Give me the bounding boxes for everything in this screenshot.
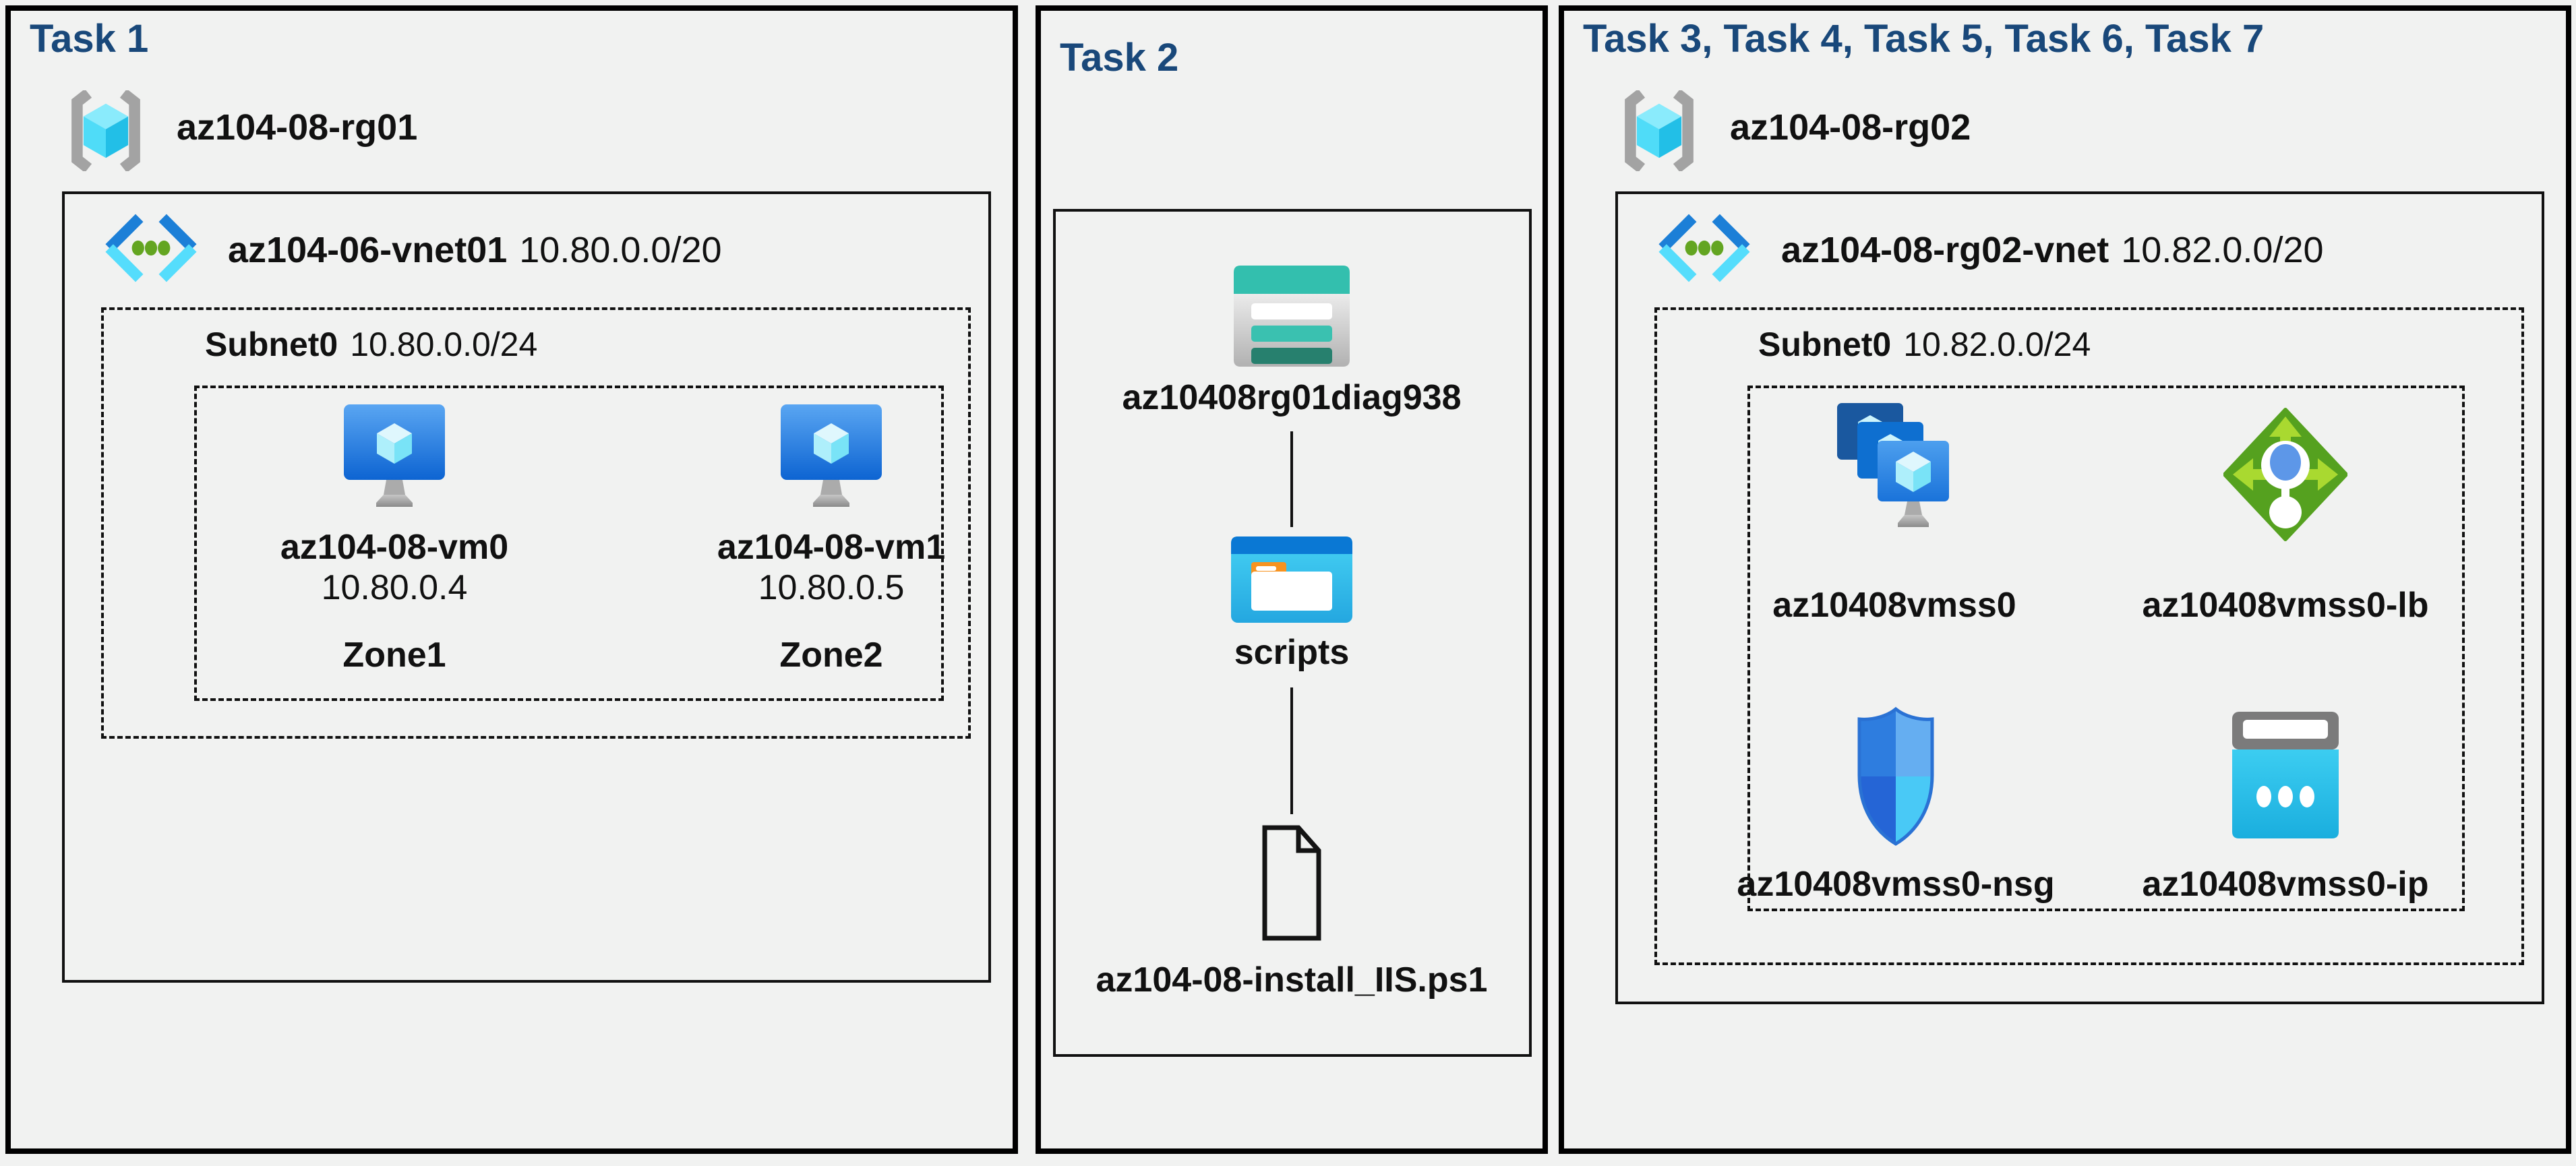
vmss-name: az10408vmss0 [1772,586,2016,625]
resource-group-icon [71,90,140,171]
resource-group-icon [1625,90,1694,171]
vm-zone: Zone1 [342,636,446,675]
vm-zone: Zone2 [779,636,883,675]
panel-task2-title: Task 2 [1060,36,1179,80]
vnet-cidr: 10.82.0.0/20 [2121,230,2324,270]
virtual-machine-icon [781,404,882,507]
panel-task3-7-title: Task 3, Task 4, Task 5, Task 6, Task 7 [1583,17,2265,61]
subnet-cidr: 10.80.0.0/24 [350,326,538,363]
vnet-box-1 [62,191,991,983]
vmss-resources-box [1747,386,2465,911]
subnet-name: Subnet0 [205,326,338,363]
subnet-label-2: Subnet0 10.82.0.0/24 [1758,325,2091,364]
vm-name: az104-08-vm0 [280,528,509,567]
file-icon [1262,825,1321,941]
load-balancer-icon [2223,408,2347,541]
load-balancer-name: az10408vmss0-lb [2142,586,2429,625]
file-name: az104-08-install_IIS.ps1 [1096,960,1488,1000]
panel-task1: Task 1 [5,5,1018,1154]
vnet-label-2: az104-08-rg02-vnet 10.82.0.0/20 [1781,229,2324,271]
vm-scale-set-icon [1837,403,1949,527]
subnet-box-1 [101,307,971,739]
public-ip-icon [2232,712,2339,838]
vnet-label-1: az104-06-vnet01 10.80.0.0/20 [228,229,722,271]
resource-group-name: az104-08-rg01 [177,107,418,148]
vm-ip: 10.80.0.4 [321,568,468,607]
storage-account-name: az10408rg01diag938 [1122,378,1462,417]
connector-container-file [1290,687,1293,814]
vnet-name: az104-06-vnet01 [228,230,508,270]
virtual-network-icon [1658,214,1750,282]
container-name: scripts [1234,633,1350,672]
vnet-cidr: 10.80.0.0/20 [519,230,722,270]
virtual-machine-icon [344,404,445,507]
subnet-cidr: 10.82.0.0/24 [1903,326,2091,363]
zone-box [194,386,944,701]
subnet-box-2 [1654,307,2524,965]
storage-box [1053,209,1532,1057]
panel-task1-title: Task 1 [30,17,149,61]
vnet-box-2 [1615,191,2544,1004]
connector-storage-container [1290,431,1293,527]
public-ip-name: az10408vmss0-ip [2142,865,2429,904]
vnet-name: az104-08-rg02-vnet [1781,230,2109,270]
storage-account-icon [1234,266,1350,367]
nsg-name: az10408vmss0-nsg [1737,865,2055,904]
blob-container-icon [1231,536,1352,623]
subnet-name: Subnet0 [1758,326,1892,363]
subnet-label-1: Subnet0 10.80.0.0/24 [205,325,537,364]
virtual-network-icon [105,214,197,282]
resource-group-name: az104-08-rg02 [1730,107,1971,148]
vm-ip: 10.80.0.5 [758,568,905,607]
vm-name: az104-08-vm1 [717,528,946,567]
network-security-group-icon [1857,706,1934,846]
